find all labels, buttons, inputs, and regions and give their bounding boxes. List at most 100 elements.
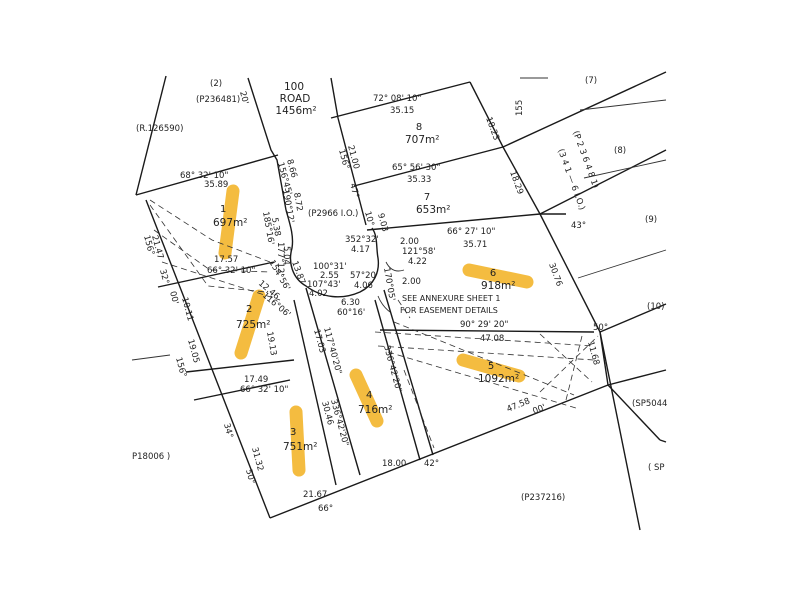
dim-13-87: 13.87 — [289, 260, 307, 286]
adjoining-p236481: (P236481) — [196, 95, 240, 105]
lot-5-number: 5 — [488, 361, 494, 372]
road-number: 100 — [284, 81, 304, 93]
dim-9-03: 9.03 — [375, 212, 390, 233]
dim-lot1-bottom-bearing: 66° 32' 10" — [207, 266, 255, 276]
dim-lot8-bottom-bearing: 65° 56' 30" — [392, 163, 440, 173]
plan-reference: (P2966 I.O.) — [308, 209, 358, 219]
dim-4-06: 4.06 — [354, 281, 373, 291]
lot-3-area: 751m² — [283, 441, 317, 453]
lot-6-number: 6 — [490, 268, 496, 279]
dim-17-49: 17.49 — [244, 375, 268, 385]
adjoining-sp5044: (SP5044 — [632, 399, 667, 409]
lot-8-area: 707m² — [405, 134, 439, 146]
road-name: ROAD — [280, 93, 311, 105]
dim-60-16: 60°16' — [337, 308, 365, 318]
dim-90-29: 90° 29' 20" — [460, 320, 508, 330]
dim-lot1-top-length: 35.89 — [204, 180, 228, 190]
dim-19-13: 19.13 — [264, 331, 278, 357]
lot-3-highlight — [289, 405, 306, 477]
lot-boundaries — [131, 71, 667, 531]
dim-5-04: 5.04 — [281, 246, 291, 265]
dim-20-top: 20' — [237, 90, 250, 105]
dim-47-58: 47.58 — [505, 396, 531, 414]
dim-10-11: 10.11 — [179, 296, 195, 322]
adjoining-r126590: (R.126590) — [136, 124, 183, 134]
dim-top-bearing: 72° 08' 10" — [373, 94, 421, 104]
dim-lot7-bottom-length: 35.71 — [463, 240, 487, 250]
dim-170-05: 170°05' — [381, 267, 397, 302]
lot-2-number: 2 — [246, 304, 252, 315]
dim-30-76: 30.76 — [546, 262, 564, 288]
dim-47: 47° — [347, 182, 361, 199]
lot-4-number: 4 — [366, 390, 372, 401]
lot-8-number: 8 — [416, 122, 422, 133]
dim-43: 43° — [571, 221, 586, 231]
dim-2-00b: 2.00 — [402, 277, 421, 287]
dimension-labels: 72° 08' 10" 35.15 155 18.23 65° 56' 30" … — [141, 90, 608, 514]
dim-5-38: 5.38 — [269, 217, 282, 237]
dim-top-length: 35.15 — [390, 106, 414, 116]
dim-2-55: 2.55 — [320, 271, 339, 281]
adjoining-lot-8: (8) — [614, 146, 626, 156]
dim-336-42b: 336°42'20" — [381, 344, 403, 393]
dim-00-left: 00' — [167, 290, 180, 305]
dim-18-23: 18.23 — [483, 116, 501, 142]
lot-5-highlight — [456, 353, 526, 383]
lot-2-highlight — [234, 289, 266, 360]
road-area: 1456m² — [275, 105, 316, 117]
dim-42: 42° — [424, 459, 439, 469]
dim-10: 10° — [362, 210, 376, 227]
lot-2-area: 725m² — [236, 319, 270, 331]
dim-4-17: 4.17 — [351, 245, 370, 255]
dim-352-32: 352°32' — [345, 235, 379, 245]
lot-5-area: 1092m² — [478, 373, 519, 385]
lot-1-number: 1 — [220, 204, 226, 215]
dim-18-29: 18.29 — [507, 170, 525, 196]
lot-3-number: 3 — [290, 427, 296, 438]
dim-18-00: 18.00 — [382, 459, 406, 469]
easement-lines — [149, 199, 599, 449]
dim-lot7-bottom-bearing: 66° 27' 10" — [447, 227, 495, 237]
adjoining-lot-10: (10) — [647, 302, 664, 312]
dim-8-66: 8.66 — [284, 158, 299, 179]
lot-7-number: 7 — [424, 192, 430, 203]
lot-6-highlight — [462, 263, 534, 289]
dim-156-mid: 156° — [173, 356, 188, 378]
dim-177-12: 177°12' — [275, 242, 285, 276]
adjoining-sp: ( SP — [648, 463, 665, 473]
dim-4-02: 4.02 — [309, 289, 328, 299]
lot-1-area: 697m² — [213, 217, 247, 229]
cul-de-sac — [285, 209, 405, 313]
lot-7-area: 653m² — [416, 204, 450, 216]
lot-4-highlight — [349, 368, 384, 428]
annexure-note-line-2: FOR EASEMENT DETAILS — [400, 306, 498, 315]
dim-34: 34° — [221, 422, 235, 439]
dim-19-05: 19.05 — [185, 338, 201, 364]
dim-107-43: 107°43' — [307, 280, 341, 290]
dim-50: 50° — [593, 323, 608, 333]
dim-155-right: 155 — [515, 100, 525, 116]
dim-00-bottom: 00' — [531, 403, 547, 417]
adjoining-lot-7: (7) — [585, 76, 597, 86]
adjoining-lot-2: (2) — [210, 79, 222, 89]
dim-47-08: 47.08 — [480, 334, 504, 344]
adjoining-lot-9: (9) — [645, 215, 657, 225]
dim-lot1-top-bearing: 68° 32' 10" — [180, 171, 228, 181]
dim-21-67: 21.67 — [303, 490, 327, 500]
lot-1-highlight — [218, 184, 240, 260]
lot-highlights — [218, 184, 534, 477]
lot-6-area: 918m² — [481, 280, 515, 292]
annexure-note-line-1: SEE ANNEXURE SHEET 1 — [402, 294, 500, 303]
lot-4-area: 716m² — [358, 404, 392, 416]
dim-66: 66° — [318, 504, 333, 514]
dim-17-57: 17.57 — [214, 255, 238, 265]
dim-100-31: 100°31' — [313, 262, 347, 272]
dim-32: 32° — [157, 268, 171, 285]
dim-lot2-bottom-bearing: 66° 32' 10" — [240, 385, 288, 395]
dim-lot8-bottom-length: 35.33 — [407, 175, 431, 185]
dim-8-72: 8.72 — [291, 192, 304, 212]
dim-2-00a: 2.00 — [400, 237, 419, 247]
dim-50-bottom: 50° — [243, 468, 257, 485]
adjoining-p18006: P18006 ) — [132, 452, 170, 462]
